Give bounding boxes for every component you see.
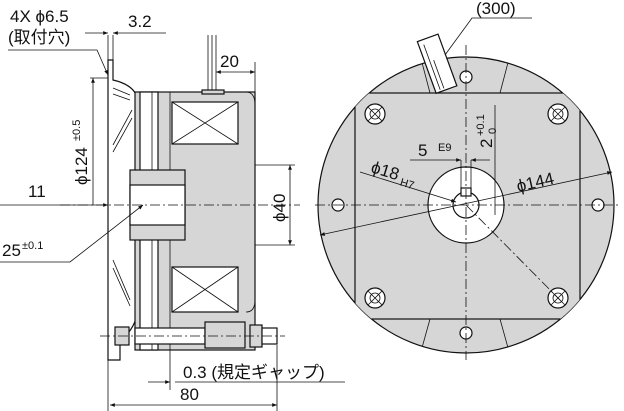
coil-upper	[171, 101, 239, 145]
lead-wires	[201, 35, 225, 95]
dim-overall-length: 80	[180, 385, 199, 404]
dim-hub-length: 25	[2, 241, 21, 260]
coil-lower	[171, 266, 239, 313]
svg-text:±0.5: ±0.5	[71, 120, 83, 141]
dim-bolt-circle: ϕ124 ±0.5	[71, 120, 91, 185]
svg-text:2: 2	[477, 139, 496, 148]
svg-text:ϕ124: ϕ124	[72, 147, 91, 185]
dim-keyway-depth: 2 +0.1 0	[475, 114, 499, 148]
side-view: 3.2 4X ϕ6.5 (取付穴) 20 ϕ124 ±0.5 11 25 ±0.…	[0, 7, 345, 411]
dim-lead-offset: 20	[220, 52, 239, 71]
mount-holes-note: (取付穴)	[8, 28, 70, 47]
bolt-head	[547, 103, 569, 125]
front-view: (300) 5 E9 2 +0.1 0 ϕ18 H7 ϕ144	[315, 0, 620, 360]
dim-lead-length: (300)	[476, 0, 516, 18]
dim-gap: 0.3 (規定ギャップ)	[183, 363, 325, 382]
lead-wire-exit	[416, 33, 458, 95]
dim-bore-dia: ϕ40	[270, 194, 289, 222]
dim-keyway-width: 5	[418, 141, 427, 160]
dim-hub-length-tol: ±0.1	[22, 240, 43, 252]
bolt-head	[364, 287, 386, 309]
mounting-bolt	[114, 321, 278, 349]
svg-text:0: 0	[487, 128, 499, 134]
dim-hub: 11	[28, 182, 46, 201]
dim-mount-holes: 4X ϕ6.5	[10, 7, 69, 26]
bolt-head	[364, 103, 386, 125]
dim-flange-thickness: 3.2	[128, 12, 152, 31]
dim-keyway-fit: E9	[438, 142, 451, 154]
svg-text:+0.1: +0.1	[475, 114, 487, 136]
